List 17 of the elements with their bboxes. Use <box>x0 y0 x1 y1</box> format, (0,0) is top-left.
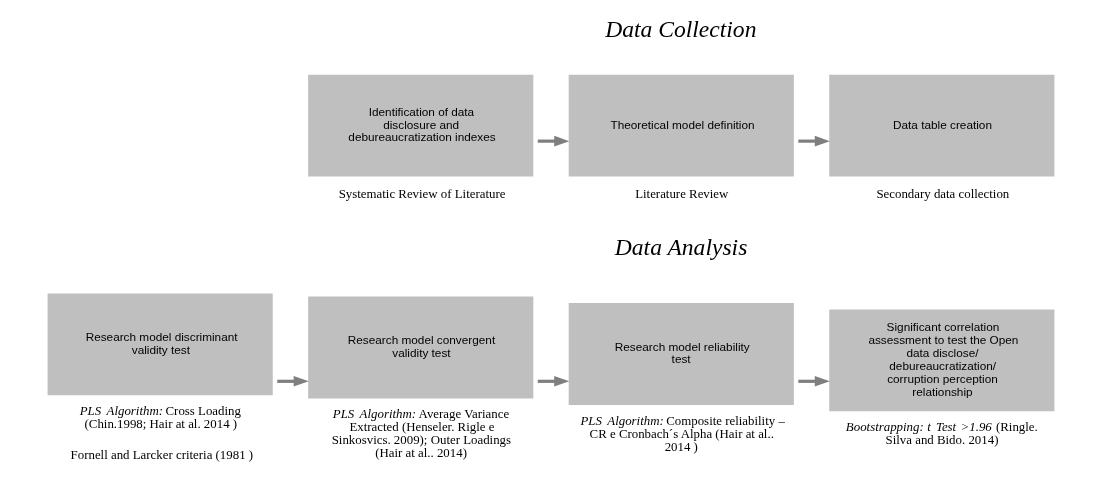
node-label: Literature Review <box>635 186 729 201</box>
node-label: Systematic Review of Literature <box>338 186 506 201</box>
label: Data Analysis <box>614 234 748 261</box>
node-box: Data table creation <box>829 74 1055 177</box>
node-box: Research model discriminant validity test <box>47 293 273 396</box>
node-box: Research model reliability test <box>568 303 794 405</box>
node-label: Fornell and Larcker criteria (1981 ) <box>70 448 254 463</box>
node-box: Theoretical model definition <box>568 74 794 177</box>
node-box: Research model convergent validity test <box>308 296 534 399</box>
node-box: Significant correlation assessment to test the Open data disclose/ debureaucratization/ corruption perception relationship <box>829 309 1055 412</box>
node-label: PLS Algorithm: Average Variance Extracted (Henseler. Rigle e Sinkosvics. 2009); Outer Loadings (Hair at al.. 2014) <box>331 407 512 461</box>
node-label: PLS Algorithm: Composite reliability – CR e Cronbach´s Alpha (Hair at al.. 2014 ) <box>580 413 785 454</box>
node-label: PLS Algorithm: Cross Loading (Chin.1998; Hair at al. 2014 ) <box>79 404 241 432</box>
label: Data Collection <box>605 15 757 42</box>
node-box: Identification of data disclosure and debureaucratization indexes <box>308 74 534 177</box>
node-label: Secondary data collection <box>876 186 1010 201</box>
node-label: Bootstrapping: t Test >1.96 (Ringle. Silva and Bido. 2014) <box>845 420 1038 448</box>
